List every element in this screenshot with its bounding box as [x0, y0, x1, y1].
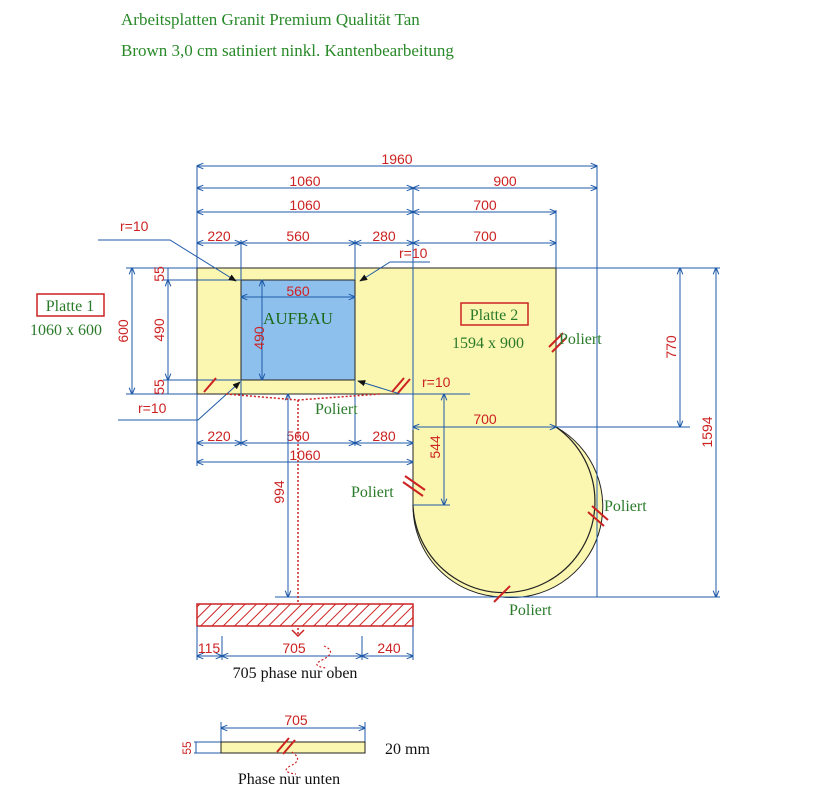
dim-705-section: 705 — [282, 640, 306, 656]
platte-2-slab — [412, 267, 604, 599]
profile-slash-2 — [282, 739, 296, 755]
platte-1-size: 1060 x 600 — [30, 322, 102, 339]
profile-slash-1 — [276, 737, 290, 753]
dimension-lines-bottom-p1 — [197, 380, 413, 466]
title-line-1: Arbeitsplatten Granit Premium Qualität T… — [121, 10, 420, 29]
poliert-label-2: Poliert — [559, 331, 602, 348]
poliert-label-4: Poliert — [604, 498, 647, 515]
title-line-2: Brown 3,0 cm satiniert ninkl. Kantenbear… — [121, 41, 454, 60]
dim-1594: 1594 — [699, 416, 715, 447]
thickness-label: 20 mm — [385, 741, 430, 758]
dim-700-third: 700 — [473, 228, 497, 244]
dimension-lines-p2 — [413, 268, 716, 597]
dim-560-top: 560 — [286, 228, 310, 244]
phase-leader — [225, 393, 381, 638]
radius-label-bottom-right: r=10 — [422, 374, 451, 390]
dim-700-p2: 700 — [473, 411, 497, 427]
dim-1060-second: 1060 — [289, 197, 320, 213]
platte-2-label: Platte 2 — [470, 307, 518, 324]
dim-220-top: 220 — [207, 228, 231, 244]
platte-1-box — [36, 293, 105, 317]
hatched-section — [196, 603, 414, 627]
dim-220-bottom: 220 — [207, 428, 231, 444]
dim-700-second: 700 — [473, 197, 497, 213]
dim-560-inside: 560 — [286, 283, 310, 299]
dim-55-profile: 55 — [180, 741, 194, 755]
squiggle-upper — [316, 645, 332, 669]
platte-2-size: 1594 x 900 — [452, 335, 524, 352]
dim-1060-top: 1060 — [289, 173, 320, 189]
dim-55-bottom: 55 — [151, 379, 167, 395]
radius-label-top-right: r=10 — [399, 245, 428, 261]
dim-1060-bottom: 1060 — [289, 447, 320, 463]
aufbau-label: AUFBAU — [263, 309, 333, 328]
radius-label-bottom-left: r=10 — [138, 400, 167, 416]
dim-544: 544 — [427, 435, 443, 459]
dim-994: 994 — [271, 480, 287, 504]
dim-1960: 1960 — [381, 151, 412, 167]
section-dimension-lines — [197, 626, 413, 660]
poliert-label-1: Poliert — [315, 401, 358, 418]
poliert-marks — [203, 332, 609, 603]
dim-900: 900 — [493, 173, 517, 189]
dim-490-left: 490 — [151, 318, 167, 342]
profile-dimension-lines — [194, 722, 365, 754]
platte-1-label: Platte 1 — [46, 298, 94, 315]
poliert-label-3: Poliert — [351, 484, 394, 501]
squiggle-lower — [285, 751, 299, 775]
dim-115: 115 — [198, 640, 221, 656]
dim-490-inside: 490 — [251, 326, 267, 350]
dim-280-top: 280 — [372, 228, 396, 244]
dim-55-top: 55 — [151, 266, 167, 282]
dim-280-bottom: 280 — [372, 428, 396, 444]
dim-240: 240 — [377, 640, 401, 656]
dimension-lines-top — [197, 166, 720, 597]
phase-unten-label: Phase nur unten — [238, 771, 340, 788]
dim-600: 600 — [115, 319, 131, 343]
poliert-label-5: Poliert — [509, 602, 552, 619]
radius-label-top-left: r=10 — [120, 218, 149, 234]
platte-2-box — [460, 302, 529, 326]
phase-oben-label: 705 phase nur oben — [233, 665, 358, 682]
dim-705-profile: 705 — [284, 712, 308, 728]
dimension-lines-left — [126, 268, 241, 394]
dim-770: 770 — [663, 335, 679, 359]
